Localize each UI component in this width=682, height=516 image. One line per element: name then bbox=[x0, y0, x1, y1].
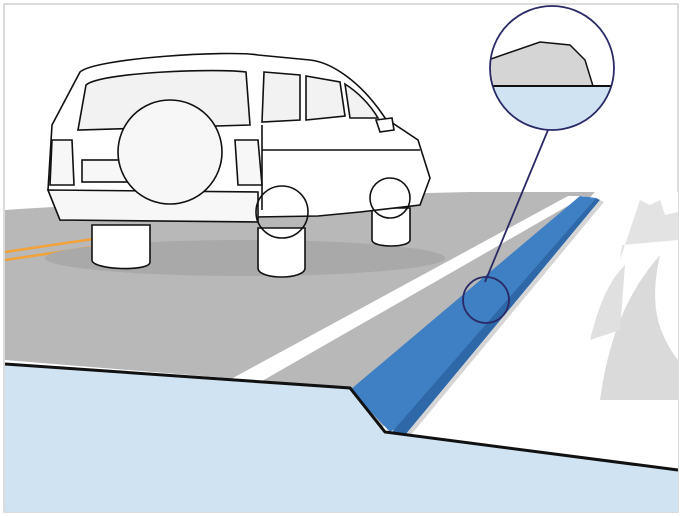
tail-light-left bbox=[50, 140, 74, 185]
left-rear-tire bbox=[92, 225, 150, 269]
right-rear-tire bbox=[258, 228, 305, 277]
spare-tire bbox=[118, 100, 222, 204]
side-window-1 bbox=[262, 72, 300, 122]
tail-light-right bbox=[235, 140, 262, 185]
side-window-2 bbox=[306, 76, 345, 120]
side-mirror bbox=[376, 118, 394, 132]
